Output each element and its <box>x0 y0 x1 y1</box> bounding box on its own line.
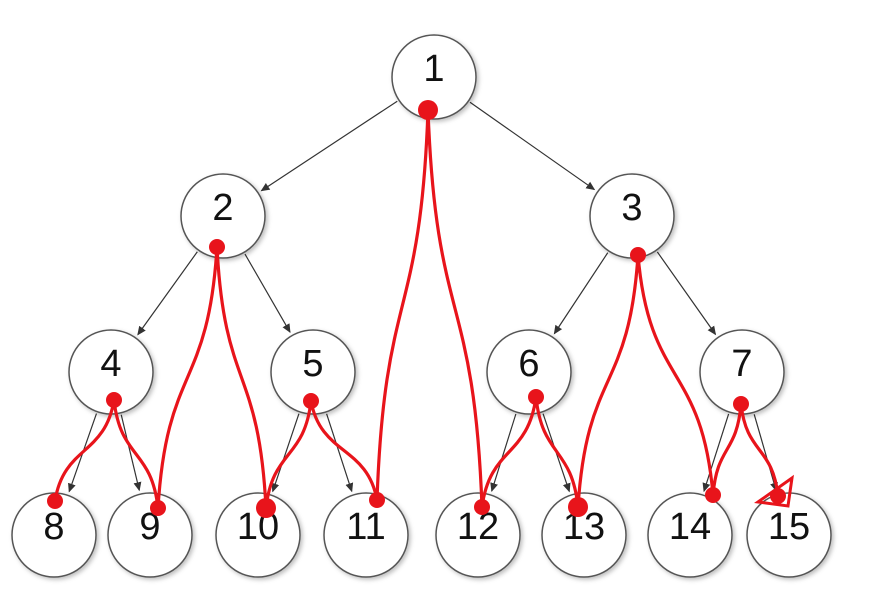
tree-node-6: 6 <box>486 329 572 415</box>
trail-dot-14 <box>705 487 721 503</box>
trail-dot-4 <box>106 392 122 408</box>
edge-3-6 <box>553 252 609 335</box>
edge-5-11 <box>326 413 354 493</box>
edge-6-12 <box>490 413 517 493</box>
trail-arrowhead-icon <box>754 474 794 508</box>
node-circle-9 <box>107 492 193 578</box>
trail-dot-1 <box>418 100 438 120</box>
trail-dot-7 <box>733 396 749 412</box>
node-label-5: 5 <box>302 343 323 385</box>
node-circle-11 <box>323 492 409 578</box>
trail-dot-13 <box>568 497 588 517</box>
tree-node-7: 7 <box>699 329 785 415</box>
edge-2-5 <box>244 253 291 334</box>
node-label-7: 7 <box>731 343 752 385</box>
node-label-11: 11 <box>346 506 385 548</box>
node-label-6: 6 <box>518 343 539 385</box>
tree-node-2: 2 <box>180 173 266 259</box>
node-label-15: 15 <box>768 506 810 548</box>
node-label-3: 3 <box>621 187 642 229</box>
trail-dot-3 <box>630 247 646 263</box>
node-circle-12 <box>435 492 521 578</box>
tree-node-1: 1 <box>391 34 477 120</box>
node-circle-6 <box>486 329 572 415</box>
trail-dot-12 <box>474 499 490 515</box>
node-label-9: 9 <box>139 506 160 548</box>
tree-node-14: 14 <box>647 492 733 578</box>
node-circle-13 <box>541 492 627 578</box>
edge-4-9 <box>120 414 142 492</box>
trail-dot-9 <box>150 500 166 516</box>
node-circle-2 <box>180 173 266 259</box>
edge-1-2 <box>260 100 398 192</box>
tree-node-11: 11 <box>323 492 409 578</box>
trail-dot-2 <box>209 239 225 255</box>
node-label-14: 14 <box>669 506 711 548</box>
trail-dot-6 <box>528 389 544 405</box>
node-label-4: 4 <box>100 343 121 385</box>
node-circle-1 <box>391 34 477 120</box>
edge-5-10 <box>271 413 300 493</box>
trail-dot-10 <box>256 498 276 518</box>
node-circle-14 <box>647 492 733 578</box>
tree-node-8: 8 <box>11 492 97 578</box>
edge-3-7 <box>656 251 717 336</box>
trail-dot-8 <box>47 493 63 509</box>
edge-7-14 <box>702 413 730 493</box>
edge-1-3 <box>469 101 596 191</box>
edge-2-4 <box>137 251 198 336</box>
trail-dot-11 <box>369 492 385 508</box>
tree-node-9: 9 <box>107 492 193 578</box>
trail-dot-5 <box>303 393 319 409</box>
tree-node-3: 3 <box>589 173 675 259</box>
node-label-8: 8 <box>43 506 64 548</box>
tree-node-5: 5 <box>270 329 356 415</box>
node-label-2: 2 <box>212 187 233 229</box>
node-circle-10 <box>215 492 301 578</box>
traversal-trail <box>47 100 794 518</box>
traversal-trail-path <box>53 108 780 510</box>
tree-node-15: 15 <box>746 492 832 578</box>
tree-edges <box>68 100 778 493</box>
node-label-1: 1 <box>423 48 444 90</box>
node-circle-8 <box>11 492 97 578</box>
edge-7-15 <box>753 414 778 492</box>
